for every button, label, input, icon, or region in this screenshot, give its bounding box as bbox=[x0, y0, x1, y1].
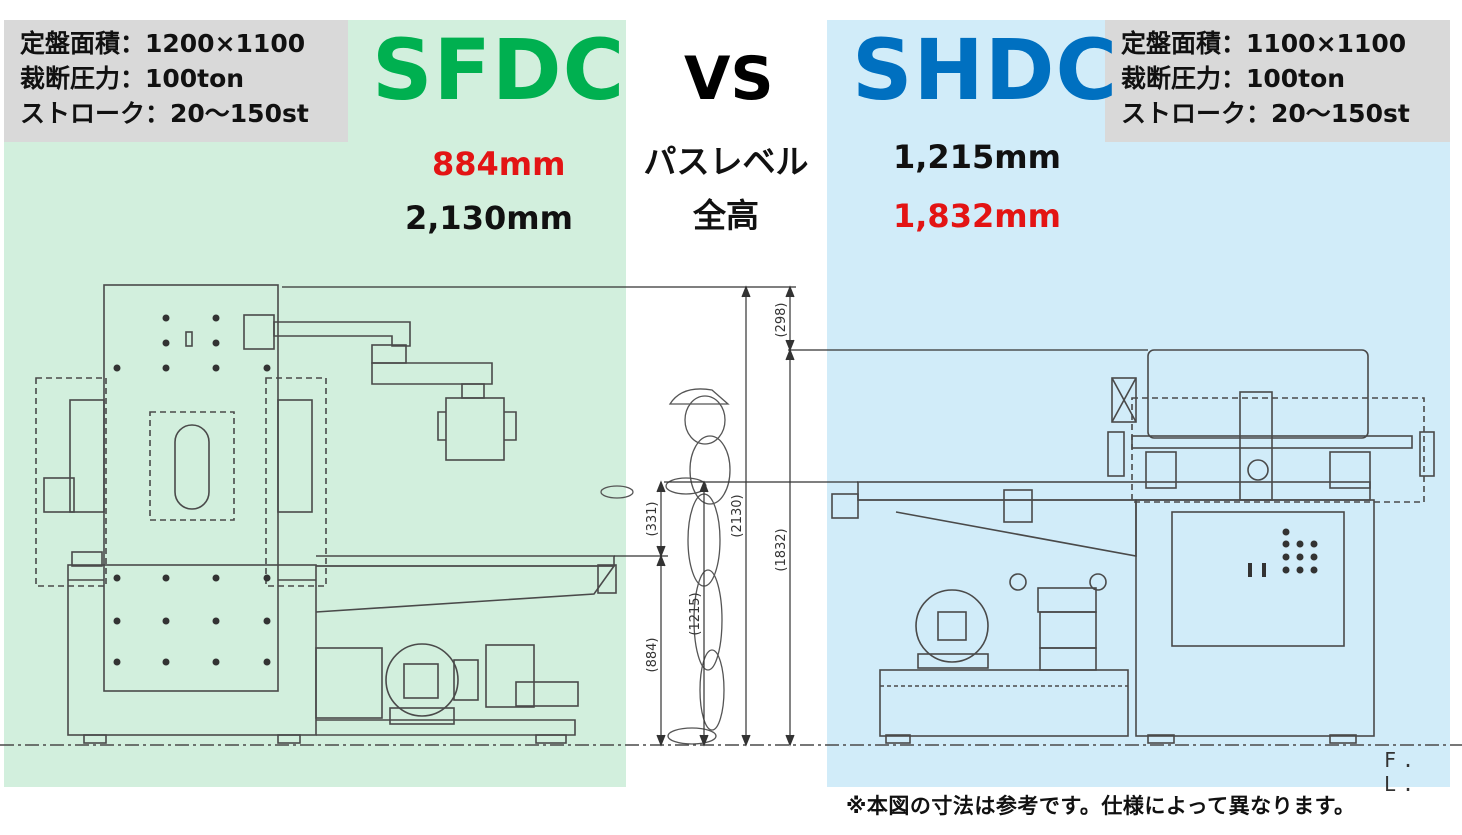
sfdc-pass-level: 884mm bbox=[432, 145, 566, 183]
sfdc-panel bbox=[4, 20, 626, 787]
shdc-spec-pressure: 裁断圧力：100ton bbox=[1121, 64, 1346, 93]
sfdc-title: SFDC bbox=[372, 21, 626, 119]
dim-298: (298) bbox=[774, 303, 789, 338]
shdc-machine-drawing bbox=[831, 349, 1435, 744]
overall-height-label: 全高 bbox=[693, 196, 759, 235]
human-figure bbox=[600, 388, 731, 745]
shdc-pass-level: 1,215mm bbox=[893, 138, 1061, 176]
shdc-overall-height: 1,832mm bbox=[893, 197, 1061, 235]
dimension-lines bbox=[282, 285, 1148, 747]
shdc-title: SHDC bbox=[852, 21, 1119, 119]
dim-884: (884) bbox=[645, 638, 660, 673]
dim-1832: (1832) bbox=[774, 528, 789, 571]
dim-331: (331) bbox=[645, 502, 660, 537]
dim-2130: (2130) bbox=[730, 494, 745, 537]
sfdc-machine-drawing bbox=[35, 284, 617, 744]
shdc-panel bbox=[827, 20, 1450, 787]
floor-level-label: F. L. bbox=[1384, 748, 1421, 796]
sfdc-overall-height: 2,130mm bbox=[405, 199, 573, 237]
dim-1215: (1215) bbox=[688, 592, 703, 635]
pass-level-label: パスレベル bbox=[643, 142, 809, 181]
sfdc-spec-area: 定盤面積：1200×1100 bbox=[20, 29, 306, 58]
sfdc-spec-pressure: 裁断圧力：100ton bbox=[20, 64, 245, 93]
disclaimer-note: ※本図の寸法は参考です。仕様によって異なります。 bbox=[846, 794, 1356, 818]
shdc-spec-area: 定盤面積：1100×1100 bbox=[1121, 29, 1407, 58]
shdc-spec-box: 定盤面積：1100×1100 裁断圧力：100ton ストローク：20～150s… bbox=[1105, 20, 1450, 142]
shdc-spec-stroke: ストローク：20～150st bbox=[1121, 99, 1410, 128]
vs-label: VS bbox=[684, 44, 774, 114]
sfdc-spec-box: 定盤面積：1200×1100 裁断圧力：100ton ストローク：20～150s… bbox=[4, 20, 348, 142]
sfdc-spec-stroke: ストローク：20～150st bbox=[20, 99, 309, 128]
